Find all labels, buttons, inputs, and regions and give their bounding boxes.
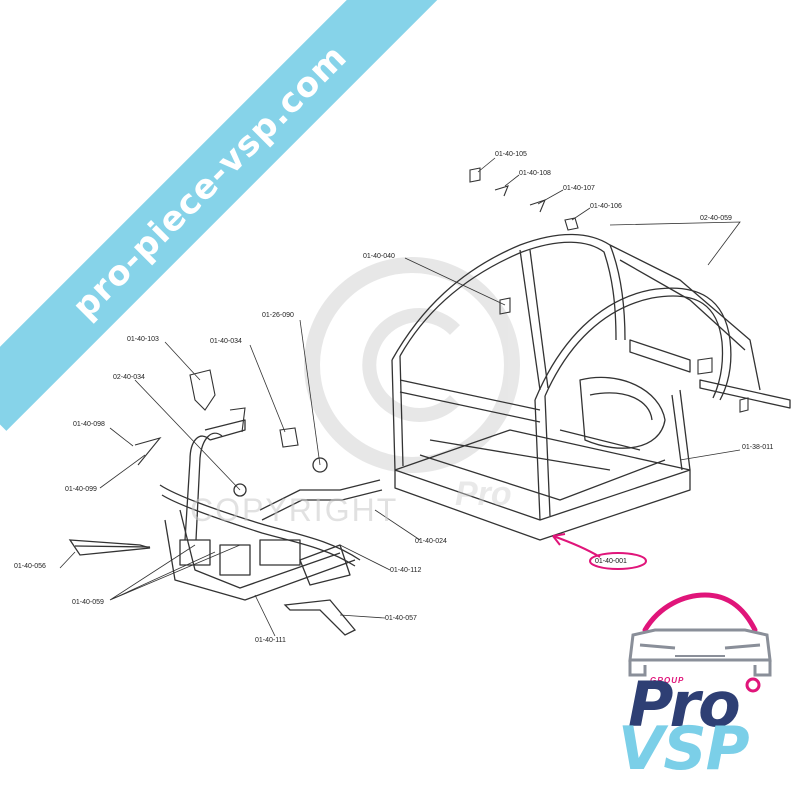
part-label: 01-40-059	[72, 599, 104, 606]
logo-group-text: GROUP	[650, 676, 685, 685]
leader-lines	[59, 157, 741, 637]
copyright-watermark-icon	[304, 257, 520, 473]
part-label: 01-40-108	[519, 170, 551, 177]
part-label: 01-40-024	[415, 538, 447, 545]
part-label: 01-40-056	[14, 563, 46, 570]
part-label: 02-40-059	[700, 215, 732, 222]
logo-vsp-text: VSP	[618, 714, 750, 784]
provsp-logo-icon	[628, 592, 772, 693]
part-label: 01-40-111	[255, 637, 286, 644]
part-label: 01-40-103	[127, 336, 159, 343]
part-label: 01-40-099	[65, 486, 97, 493]
highlight-arrow-icon	[552, 533, 647, 570]
part-label: 02-40-034	[113, 374, 145, 381]
part-label: 01-40-105	[495, 151, 527, 158]
logo-pro-text: Pro	[628, 668, 741, 741]
roll-cage	[391, 233, 791, 541]
part-label: 01-40-057	[385, 615, 417, 622]
part-label: 01-40-040	[363, 253, 395, 260]
brand-watermark: Pro	[455, 475, 512, 513]
part-label: 01-40-112	[390, 567, 422, 574]
part-label: 01-26-090	[262, 312, 294, 319]
part-label: 01-38-011	[742, 444, 774, 451]
copyright-watermark: COPYRIGHT	[190, 492, 399, 528]
part-label: 01-40-106	[590, 203, 622, 210]
part-label-highlighted: 01-40-001	[595, 558, 627, 565]
wishbones	[68, 539, 357, 636]
part-label: 01-40-107	[563, 185, 595, 192]
front-subframe	[159, 419, 383, 601]
part-label: 01-40-098	[73, 421, 105, 428]
part-label: 01-40-034	[210, 338, 242, 345]
